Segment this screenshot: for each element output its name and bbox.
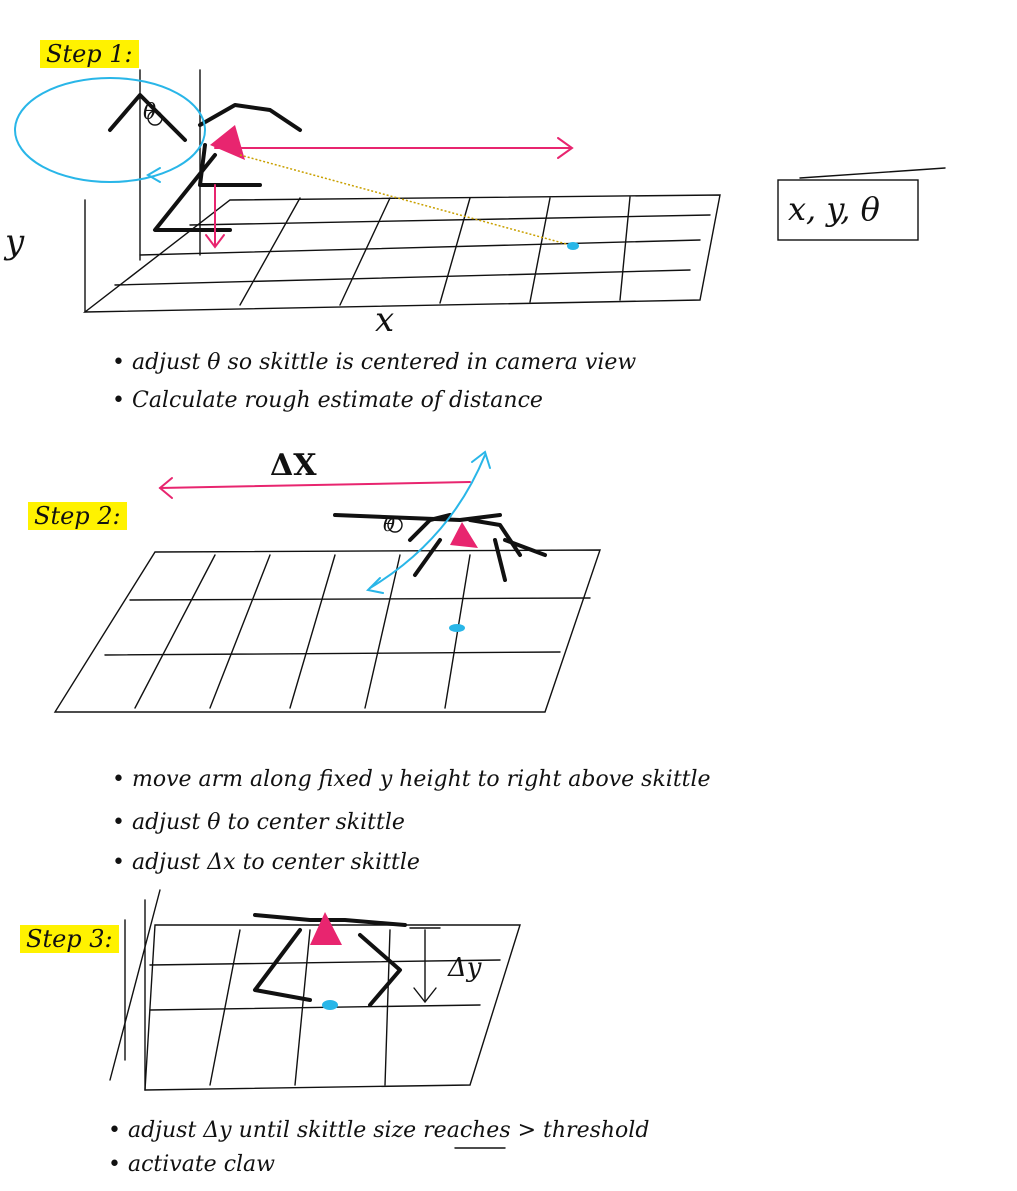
delta-y-label: Δy <box>448 953 482 983</box>
step2-bullet-2: • adjust θ to center skittle <box>112 810 405 835</box>
step2-bullet-3: • adjust Δx to center skittle <box>112 850 420 875</box>
step1-bullet-1: • adjust θ so skittle is centered in cam… <box>112 350 637 375</box>
bullet-text: adjust θ so skittle is centered in camer… <box>131 350 637 375</box>
step1-grid <box>82 194 721 313</box>
skittle <box>322 1000 338 1010</box>
bullet-text: adjust Δy until skittle size reaches > t… <box>127 1118 650 1143</box>
theta-label: θ <box>383 512 396 536</box>
bullet-text: adjust Δx to center skittle <box>131 850 420 875</box>
cone-marker <box>450 522 478 548</box>
state-box-text: x, y, θ <box>788 190 880 228</box>
delta-x-label: ΔX <box>270 448 317 483</box>
bullet-text: move arm along fixed y height to right a… <box>131 767 711 792</box>
line-of-sight <box>239 154 571 246</box>
step3-grid <box>109 889 521 1091</box>
step3-bullet-1: • adjust Δy until skittle size reaches >… <box>108 1118 650 1143</box>
theta-label: θ <box>143 100 157 125</box>
step3-arm <box>253 912 407 1007</box>
delta-x-arrow <box>159 481 471 489</box>
step2-arm <box>333 513 547 582</box>
rotation-arrow-theta <box>14 77 206 183</box>
axis-x-label: x <box>375 300 395 340</box>
skittle <box>567 242 579 250</box>
cone-marker <box>310 912 342 945</box>
step2-grid <box>53 549 601 713</box>
step1-label: Step 1: <box>40 40 139 68</box>
bullet-text: adjust θ to center skittle <box>131 810 405 835</box>
cone-marker <box>210 125 245 160</box>
step2-label: Step 2: <box>28 502 127 530</box>
bullet-text: activate claw <box>127 1152 276 1177</box>
step3-label: Step 3: <box>20 925 119 953</box>
step1-arm <box>108 93 302 232</box>
bullet-text: Calculate rough estimate of distance <box>131 388 543 413</box>
skittle <box>449 624 465 632</box>
axis-y-label: y <box>5 222 25 262</box>
step2-bullet-1: • move arm along fixed y height to right… <box>112 767 711 792</box>
state-box <box>777 179 919 241</box>
step1-axes <box>84 69 201 313</box>
rotation-arrow-theta <box>369 454 486 589</box>
step1-bullet-2: • Calculate rough estimate of distance <box>112 388 543 413</box>
step3-bullet-2: • activate claw <box>108 1152 276 1177</box>
